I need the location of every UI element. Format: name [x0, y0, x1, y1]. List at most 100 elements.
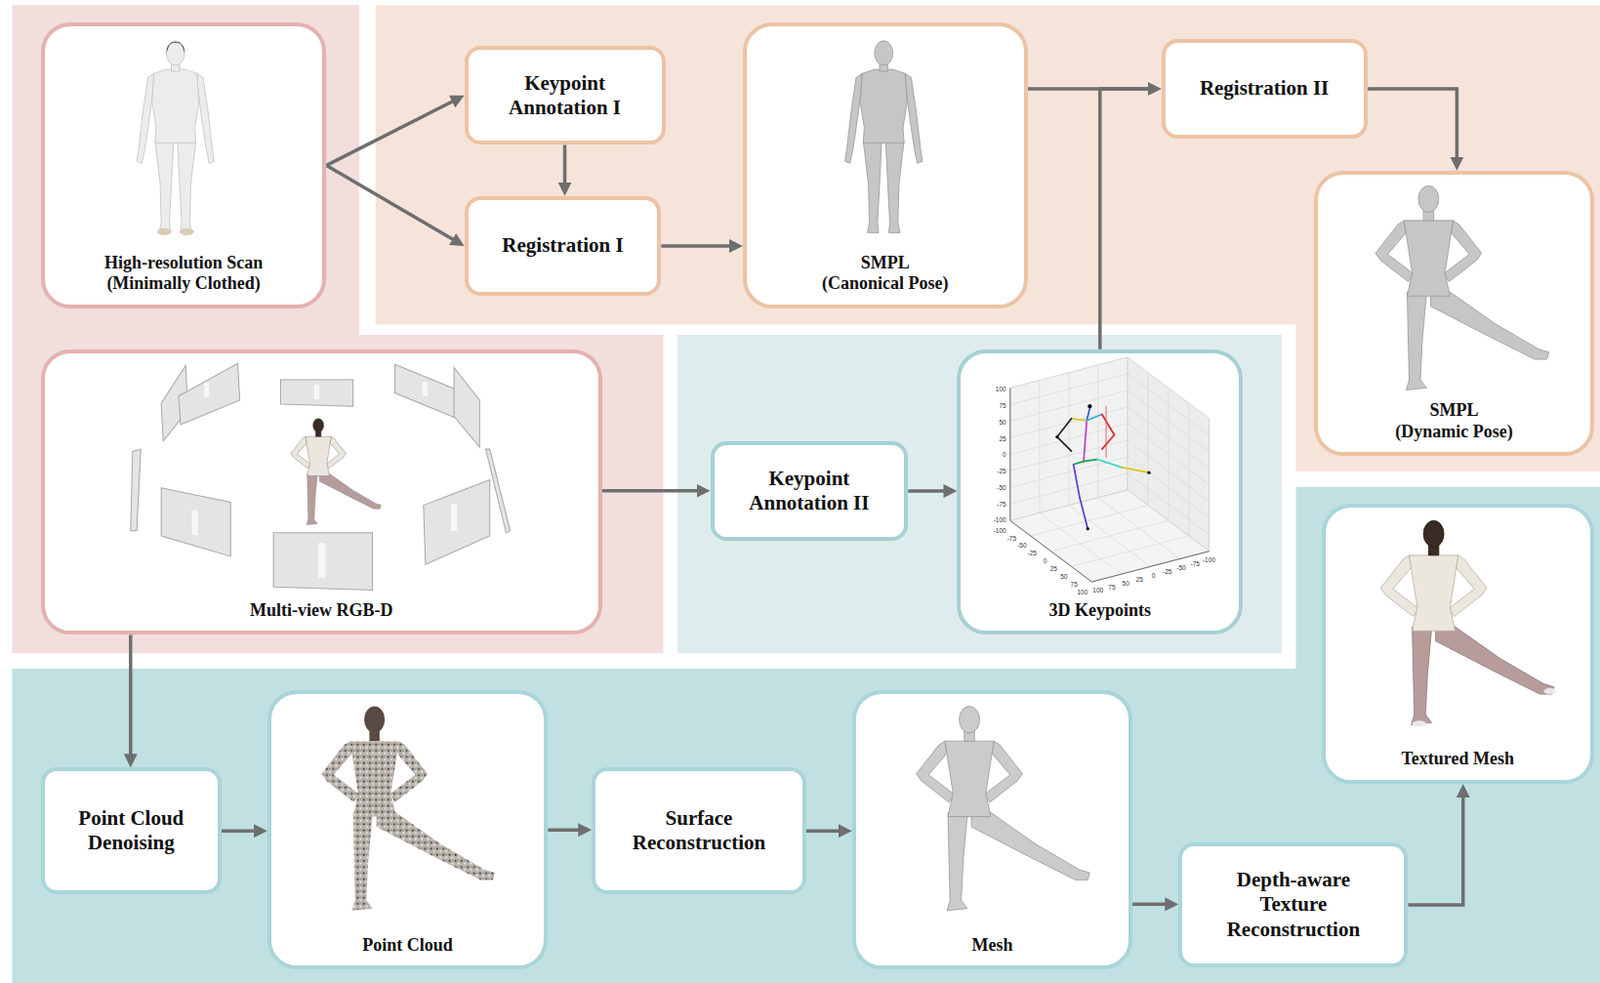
- keypoint-plot: [1009, 387, 1011, 521]
- keypoint-plot: [1067, 372, 1069, 506]
- keypoint-skeleton: [1057, 418, 1072, 438]
- panel-caption: Textured Mesh: [1400, 748, 1515, 771]
- textured-mesh-figure: [1411, 622, 1555, 726]
- camera-view-figures: [192, 381, 458, 578]
- keypoint-plot: [1010, 373, 1128, 405]
- image-panel: SMPL (Dynamic Pose): [1313, 170, 1594, 457]
- keypoint-plot: [1188, 403, 1190, 536]
- smpl-canonical-figure: [844, 41, 922, 234]
- keypoint-plot: [1010, 407, 1128, 438]
- tick-anchor: 100: [1092, 587, 1104, 595]
- scan-figure: [136, 41, 214, 236]
- connector-arrow: [1100, 88, 1156, 350]
- scan-figure: [179, 228, 195, 236]
- keypoint-skeleton: [1055, 404, 1150, 531]
- camera-views: [280, 379, 353, 407]
- connector-arrow: [326, 164, 459, 244]
- tick-label: 25: [1136, 575, 1144, 583]
- camera-view-figures: [318, 542, 326, 578]
- camera-views: [161, 488, 231, 557]
- tick-label: 50: [1060, 574, 1067, 581]
- keypoint-plot: [1051, 520, 1169, 551]
- keypoint-plot: [1127, 357, 1210, 552]
- keypoint-plot: [1127, 456, 1210, 519]
- multiview-subject: [290, 418, 381, 526]
- capture-band: [12, 4, 664, 654]
- tick-anchor: 75: [1070, 580, 1078, 588]
- camera-views: [486, 449, 511, 534]
- tick-anchor: 100: [1076, 588, 1088, 596]
- image-panel: SMPL (Canonical Pose): [742, 22, 1028, 309]
- keypoint-plot: [1097, 365, 1099, 498]
- connector-arrow: [1132, 902, 1173, 907]
- keypoint-plot: [1038, 380, 1040, 514]
- camera-views: [453, 367, 480, 448]
- camera-views: [130, 363, 511, 590]
- panel-caption: SMPL (Canonical Pose): [820, 252, 951, 295]
- textured-mesh-figure: [1412, 720, 1428, 727]
- keypoint-skeleton: [1083, 459, 1098, 462]
- camera-view-figures: [422, 381, 428, 397]
- smpl-dynamic-figure: [1375, 220, 1482, 296]
- tick-anchor: -25: [1162, 569, 1172, 576]
- tick-anchor: -25: [1027, 550, 1037, 558]
- point-cloud-figure: [321, 740, 428, 817]
- connector-arrow: [907, 489, 951, 493]
- tick-label: -100: [993, 528, 1007, 535]
- keypoint-plot: [1010, 387, 1210, 582]
- keypoint-plot: [1147, 372, 1149, 506]
- keypoint-plot: [1127, 407, 1210, 469]
- tick-label: -75: [1007, 534, 1017, 542]
- tick-label: 100: [1076, 588, 1088, 596]
- image-panel: High-resolution Scan (Minimally Clothed): [41, 22, 328, 309]
- tick-anchor: 0: [1043, 558, 1048, 566]
- image-panel: Multi-view RGB-D: [41, 349, 603, 636]
- keypoint-plot: [1010, 365, 1210, 575]
- connector-arrow: [326, 97, 459, 165]
- tick-label: -50: [1176, 565, 1186, 573]
- connector-arrow: [563, 144, 568, 190]
- tick-anchor: -75: [1190, 561, 1200, 569]
- tick-anchor: 25: [998, 435, 1006, 443]
- keypoint-plot: [1091, 551, 1209, 582]
- tick-anchor: -100: [993, 528, 1007, 535]
- process-box: Keypoint Annotation II: [710, 441, 909, 541]
- tick-label: 75: [1107, 583, 1115, 591]
- panel-caption: Multi-view RGB-D: [249, 600, 393, 622]
- multiview-subject: [313, 418, 325, 437]
- tick-anchor: 25: [1050, 566, 1058, 574]
- keypoint-skeleton: [1102, 414, 1115, 436]
- image-panel: Point Cloud: [267, 690, 548, 971]
- connector-arrow: [1367, 88, 1458, 165]
- camera-view-figures: [192, 510, 199, 535]
- keypoint-plot: [1030, 505, 1149, 536]
- connector-arrow: [602, 489, 705, 493]
- scan-figure: [165, 41, 185, 52]
- keypoint-skeleton: [1102, 434, 1115, 450]
- keypoint-skeleton: [1147, 470, 1150, 474]
- connector-arrow: [128, 634, 133, 762]
- tick-label: -50: [1017, 542, 1026, 550]
- tick-label: 0: [1151, 573, 1156, 580]
- smpl-dynamic-figure: [1375, 185, 1550, 390]
- panel-caption: Point Cloud: [362, 935, 453, 957]
- process-box: Keypoint Annotation I: [464, 45, 666, 145]
- connector-arrow: [1407, 789, 1463, 905]
- camera-view-figures: [204, 382, 209, 398]
- panel-caption: High-resolution Scan (Minimally Clothed): [79, 252, 289, 295]
- keypoint-skeleton: [1071, 418, 1088, 421]
- tick-anchor: -100: [993, 517, 1007, 525]
- multiview-subject: [306, 471, 381, 525]
- tick-label: -25: [1027, 550, 1037, 558]
- tick-anchor: -50: [1017, 542, 1026, 550]
- keypoint-skeleton: [1055, 435, 1059, 439]
- tick-label: 100: [1092, 587, 1104, 595]
- panel-caption: SMPL (Dynamic Pose): [1393, 400, 1516, 443]
- keypoint-plot: [1039, 512, 1122, 575]
- camera-views: [178, 363, 241, 425]
- scan-figure: [165, 41, 185, 54]
- tick-anchor: 50: [1060, 574, 1067, 581]
- camera-views: [161, 365, 188, 441]
- smpl-dynamic-figure: [1405, 287, 1549, 391]
- tick-anchor: 25: [1136, 575, 1144, 583]
